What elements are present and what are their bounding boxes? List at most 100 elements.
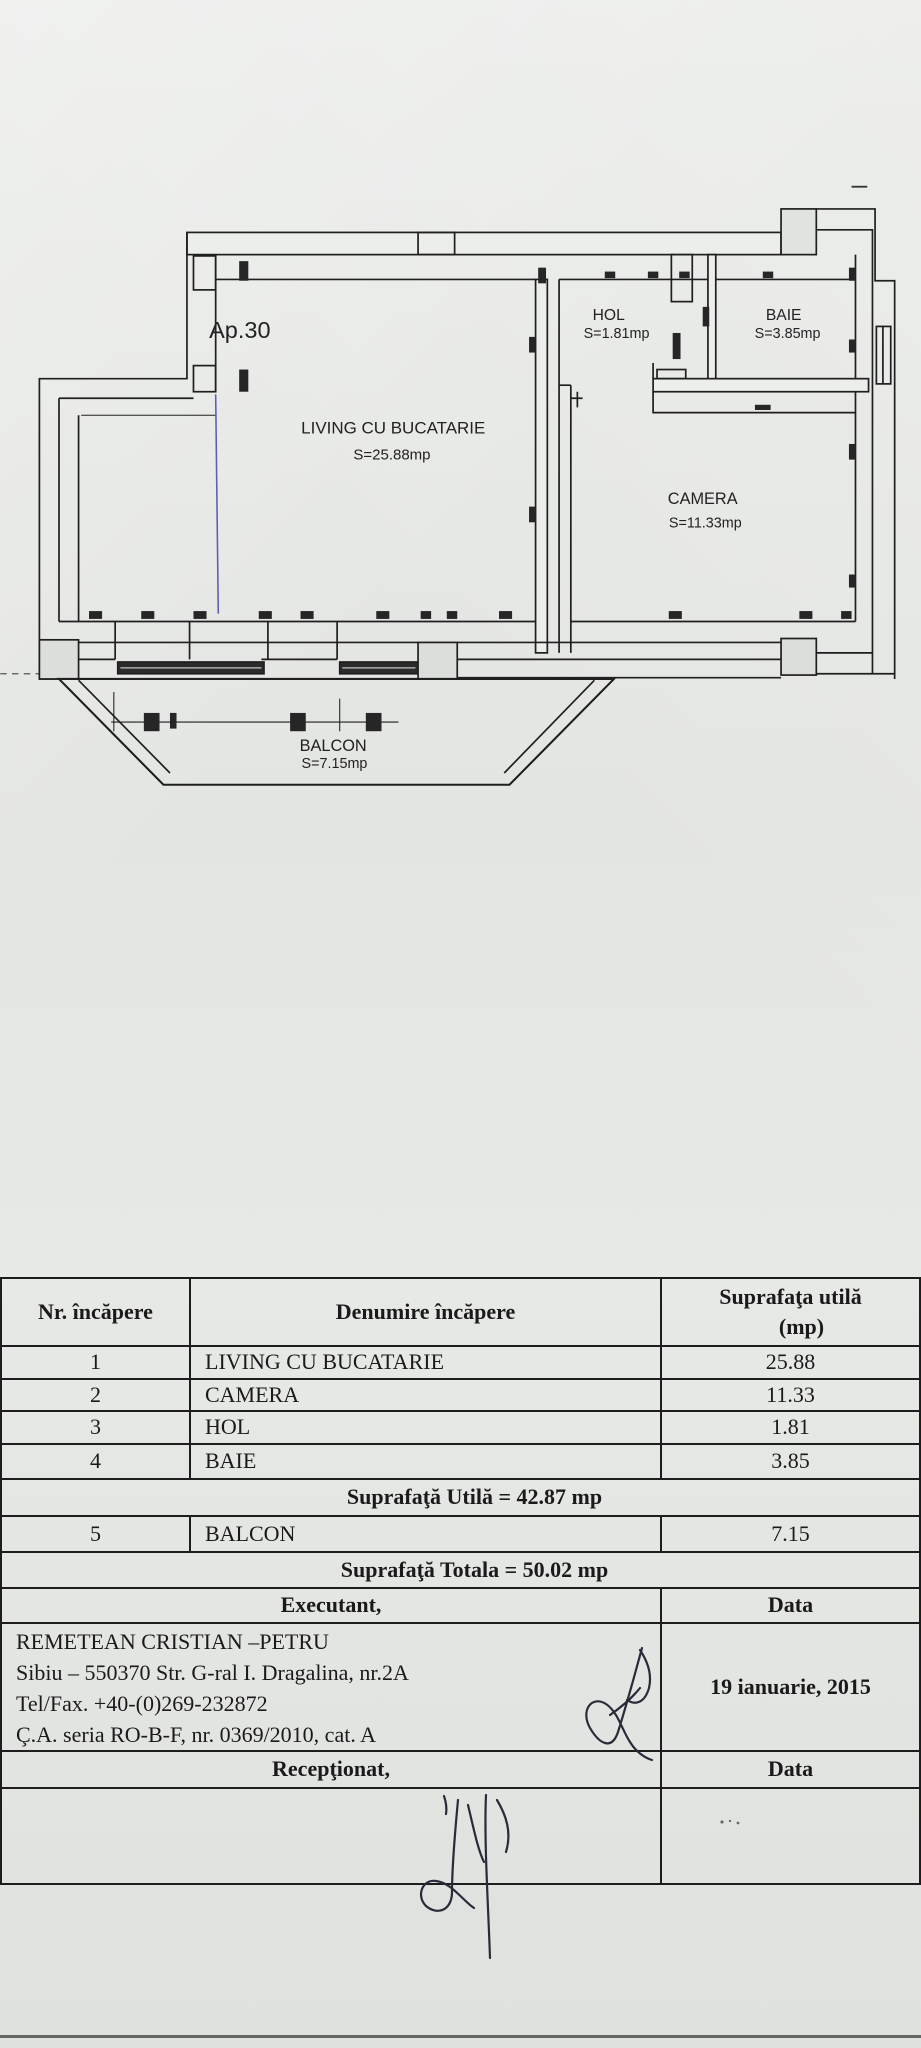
executant-phone: Tel/Fax. +40-(0)269-232872 — [16, 1691, 268, 1716]
door-block — [656, 368, 687, 380]
room-name-hol: HOL — [593, 307, 625, 324]
room-name-camera: CAMERA — [668, 490, 738, 508]
hol-door-frame — [670, 253, 694, 303]
dimension-tick — [604, 271, 616, 279]
room-name: BAIE — [189, 1443, 662, 1480]
room-number: 5 — [0, 1515, 191, 1553]
dimension-tick — [679, 271, 690, 279]
dimension-tick — [193, 611, 207, 619]
top-exterior-wall — [186, 231, 782, 256]
dimension-tick — [420, 611, 432, 619]
balcony-inner-edge — [77, 679, 595, 774]
receptionat-date-cell — [660, 1787, 921, 1885]
dimension-tick — [848, 574, 856, 588]
receptionat-signature-row — [0, 1787, 921, 1885]
header-useful-area: Suprafaţa utilă (mp) — [660, 1277, 921, 1347]
floor-plan: Ap.30 LIVING CU BUCATARIE S=25.88mp HOL … — [0, 185, 896, 786]
receptionat-signature — [419, 1793, 510, 1960]
pillar — [38, 638, 80, 680]
dimension-tick — [848, 339, 856, 353]
executant-name: REMETEAN CRISTIAN –PETRU — [16, 1629, 329, 1654]
executant-certificate: Ç.A. seria RO-B-F, nr. 0369/2010, cat. A — [16, 1722, 376, 1747]
hol-door-jamb — [558, 279, 572, 653]
dimension-tick — [762, 271, 774, 279]
right-exterior-wall — [816, 208, 896, 679]
faint-dot — [720, 1820, 724, 1824]
executant-details-row: REMETEAN CRISTIAN –PETRU Sibiu – 550370 … — [0, 1622, 921, 1752]
walls — [38, 208, 896, 786]
dimension-tick — [499, 611, 513, 619]
signature-stroke — [484, 1793, 492, 1960]
room-area-camera: S=11.33mp — [669, 516, 742, 532]
bottom-wall-mid — [78, 641, 873, 654]
door-symbol — [570, 391, 583, 408]
executant-address: Sibiu – 550370 Str. G-ral I. Dragalina, … — [16, 1660, 409, 1685]
table-row: 1 LIVING CU BUCATARIE 25.88 — [0, 1345, 921, 1380]
table-row: 4 BAIE 3.85 — [0, 1443, 921, 1480]
dimension-tick — [376, 611, 390, 619]
dimension-tick — [143, 712, 160, 732]
table-row: 5 BALCON 7.15 — [0, 1515, 921, 1553]
dimension-tick — [848, 267, 856, 281]
receptionat-signature-cell — [0, 1787, 662, 1885]
header-room-number: Nr. încăpere — [0, 1277, 191, 1347]
executant-details: REMETEAN CRISTIAN –PETRU Sibiu – 550370 … — [0, 1622, 662, 1752]
receptionat-header-row: Recepţionat, Data — [0, 1750, 921, 1789]
room-number: 3 — [0, 1410, 191, 1445]
signature-stroke — [585, 1646, 654, 1762]
room-number: 1 — [0, 1345, 191, 1380]
dimension-tick — [754, 404, 771, 410]
signature-layer — [419, 1646, 740, 1960]
dimension-tick — [529, 506, 536, 523]
dimension-tick — [239, 261, 249, 281]
dimension-ticks — [89, 261, 856, 732]
dimension-tick — [169, 712, 177, 729]
dimension-tick — [538, 267, 547, 284]
dimension-tick — [799, 611, 813, 619]
dimension-tick — [848, 443, 856, 460]
pen-line — [214, 394, 220, 614]
dimension-tick — [529, 336, 536, 353]
signature-stroke — [442, 1794, 448, 1816]
receptionat-date-label: Data — [660, 1750, 921, 1789]
corner-pillar-top-right — [780, 208, 818, 256]
signature-stroke — [495, 1798, 510, 1854]
right-wall-inner-skin — [816, 228, 874, 674]
executant-date-label: Data — [660, 1587, 921, 1624]
overall-total-row: Suprafaţă Totala = 50.02 mp — [0, 1551, 921, 1589]
camera-top-wall-face — [652, 391, 856, 414]
table-row: 2 CAMERA 11.33 — [0, 1378, 921, 1412]
faint-dot — [736, 1821, 740, 1825]
dimension-tick — [290, 712, 306, 732]
room-area-baie: S=3.85mp — [755, 326, 821, 342]
room-name: LIVING CU BUCATARIE — [189, 1345, 662, 1380]
dimension-tick — [89, 611, 103, 619]
dimension-tick — [668, 611, 682, 619]
pillar — [780, 637, 818, 676]
camera-top-wall — [652, 377, 870, 393]
dimension-tick — [365, 712, 382, 732]
balcony-outline — [56, 677, 617, 786]
header-room-name: Denumire încăpere — [189, 1277, 662, 1347]
dimension-tick — [300, 611, 314, 619]
window-frames — [114, 621, 338, 660]
dimension-tick — [672, 332, 681, 360]
room-area-table: Nr. încăpere Denumire încăpere Suprafaţa… — [0, 1277, 921, 1885]
left-room-wall — [58, 397, 194, 622]
room-area: 11.33 — [660, 1378, 921, 1412]
executant-header-row: Executant, Data — [0, 1587, 921, 1624]
room-area: 3.85 — [660, 1443, 921, 1480]
executant-date: 19 ianuarie, 2015 — [660, 1622, 921, 1752]
living-hol-wall — [534, 278, 549, 654]
signature-stroke — [625, 1648, 652, 1704]
room-name: HOL — [189, 1410, 662, 1445]
dimension-tick — [446, 611, 458, 619]
room-name: BALCON — [189, 1515, 662, 1553]
dimension-tick — [258, 611, 272, 619]
table-header-row: Nr. încăpere Denumire încăpere Suprafaţa… — [0, 1277, 921, 1347]
overall-total: Suprafaţă Totala = 50.02 mp — [0, 1551, 921, 1589]
room-area: 25.88 — [660, 1345, 921, 1380]
room-area: 7.15 — [660, 1515, 921, 1553]
dimension-tick — [647, 271, 659, 279]
